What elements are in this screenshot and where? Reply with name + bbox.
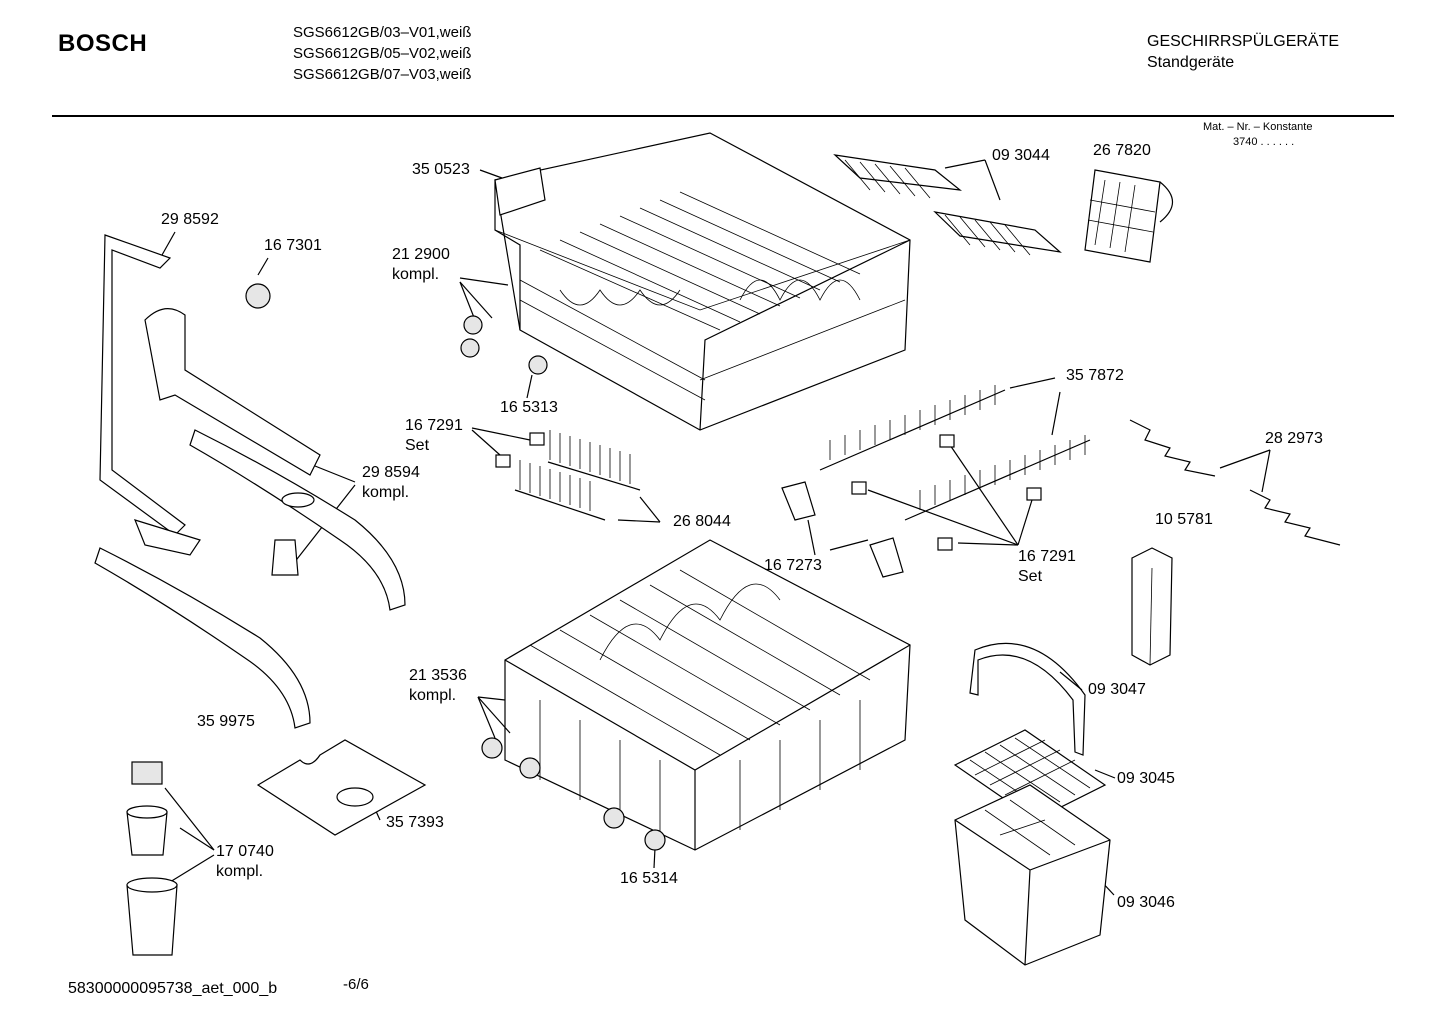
part-label-298592: 29 8592 <box>161 211 219 228</box>
material-number-note: Mat. – Nr. – Konstante 3740 . . . . . . <box>1203 120 1312 150</box>
part-label-167273: 16 7273 <box>764 557 822 574</box>
filters <box>126 761 178 956</box>
part-label-093045: 09 3045 <box>1117 770 1175 787</box>
brand-logo: BOSCH <box>58 30 148 57</box>
part-label-170740: 17 0740 kompl. <box>216 842 274 882</box>
page-number: -6/6 <box>343 976 369 993</box>
part-label-165314: 16 5314 <box>620 870 678 887</box>
category-title: GESCHIRRSPÜLGERÄTE <box>1147 33 1340 50</box>
document-id: 58300000095738_aet_000_b <box>68 980 278 997</box>
part-suffix: kompl. <box>216 863 264 880</box>
part-number: 21 3536 <box>409 667 467 684</box>
part-suffix: kompl. <box>409 687 457 704</box>
part-label-165313: 16 5313 <box>500 399 558 416</box>
part-number: 21 2900 <box>392 246 450 263</box>
part-label-282973: 28 2973 <box>1265 430 1323 447</box>
part-label-093046: 09 3046 <box>1117 894 1175 911</box>
part-label-167291-set-lower: 16 7291 Set <box>1018 547 1076 587</box>
part-label-105781: 10 5781 <box>1155 511 1213 528</box>
part-label-267820: 26 7820 <box>1093 142 1151 159</box>
part-label-359975: 35 9975 <box>197 713 255 730</box>
part-suffix: kompl. <box>392 266 440 283</box>
part-label-350523: 35 0523 <box>412 161 470 178</box>
basket-wheels <box>460 315 666 851</box>
part-suffix: Set <box>405 437 430 454</box>
part-label-298594: 29 8594 kompl. <box>362 463 420 503</box>
spray-arm-assembly <box>94 234 406 729</box>
material-number-label: Mat. – Nr. – Konstante <box>1203 121 1313 133</box>
model-line: SGS6612GB/07–V03,weiß <box>293 66 472 83</box>
part-label-357393: 35 7393 <box>386 814 444 831</box>
part-suffix: Set <box>1018 568 1043 585</box>
part-label-357872: 35 7872 <box>1066 367 1124 384</box>
leader-lines <box>161 159 1271 896</box>
category-block: GESCHIRRSPÜLGERÄTE Standgeräte <box>1147 31 1339 73</box>
filter-plate <box>256 739 427 836</box>
part-number: 29 8594 <box>362 464 420 481</box>
part-label-093044: 09 3044 <box>992 147 1050 164</box>
part-label-167301: 16 7301 <box>264 237 322 254</box>
cutlery-basket-large <box>953 642 1111 966</box>
clips <box>495 432 1042 578</box>
part-label-213536: 21 3536 kompl. <box>409 666 467 706</box>
part-label-212900: 21 2900 kompl. <box>392 245 450 285</box>
lower-basket <box>504 539 911 851</box>
upper-basket <box>494 132 911 431</box>
model-list: SGS6612GB/03–V01,weiß SGS6612GB/05–V02,w… <box>293 22 471 85</box>
part-suffix: kompl. <box>362 484 410 501</box>
part-label-093047: 09 3047 <box>1088 681 1146 698</box>
part-label-268044: 26 8044 <box>673 513 731 530</box>
model-line: SGS6612GB/03–V01,weiß <box>293 24 472 41</box>
category-subtitle: Standgeräte <box>1147 54 1235 71</box>
header-divider <box>52 115 1394 117</box>
cutlery-trays <box>833 154 1062 256</box>
part-number: 17 0740 <box>216 843 274 860</box>
model-line: SGS6612GB/05–V02,weiß <box>293 45 472 62</box>
part-number: 16 7291 <box>405 417 463 434</box>
part-label-167291-set-upper: 16 7291 Set <box>405 416 463 456</box>
part-number: 16 7291 <box>1018 548 1076 565</box>
cutlery-insert <box>1131 547 1173 666</box>
tine-racks <box>514 385 1341 546</box>
material-number-value: 3740 . . . . . . <box>1233 136 1295 148</box>
cutlery-basket-small <box>1084 169 1174 263</box>
